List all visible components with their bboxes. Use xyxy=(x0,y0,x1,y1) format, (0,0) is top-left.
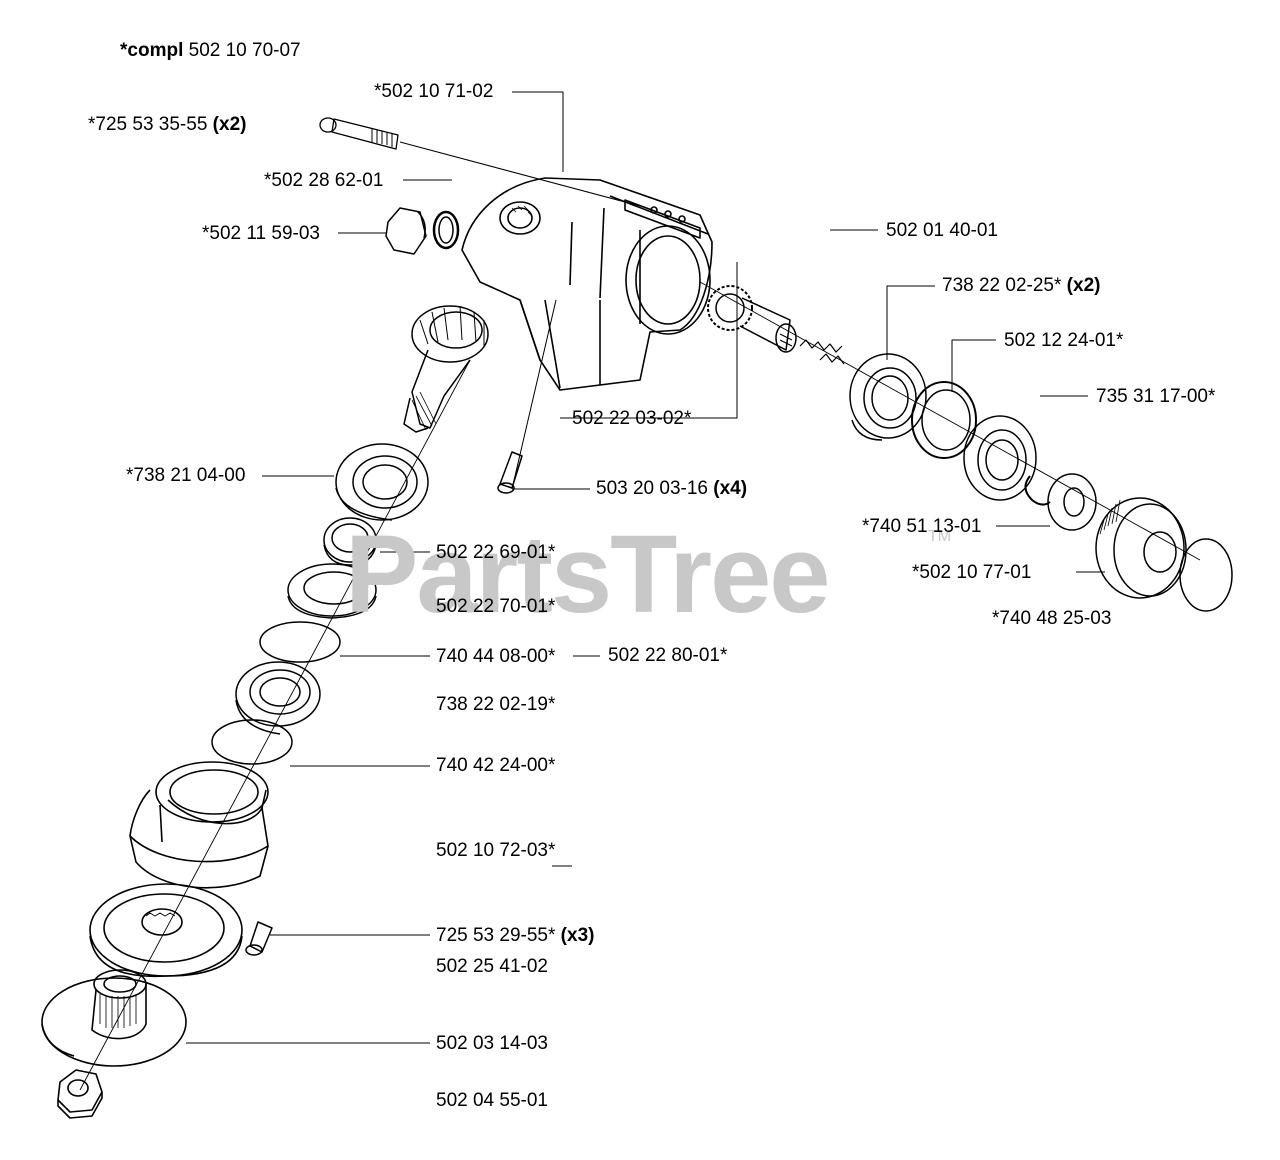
label-740-48-25-03: *740 48 25-03 xyxy=(992,608,1112,629)
bearing-right-2 xyxy=(963,415,1037,501)
label-740-44-08-00: 740 44 08-00* xyxy=(436,646,556,667)
o-ring-large xyxy=(1179,538,1233,612)
label-740-42-24-00: 740 42 24-00* xyxy=(436,755,556,776)
label-725-53-35-55: *725 53 35-55 (x2) xyxy=(88,114,247,135)
label-502-03-14-03: 502 03 14-03 xyxy=(436,1033,548,1054)
circlip xyxy=(1024,475,1051,506)
o-ring-left-2 xyxy=(211,719,293,765)
drive-disc xyxy=(89,883,243,978)
label-502-22-69-01: 502 22 69-01* xyxy=(436,542,556,563)
label-502-22-03-02: 502 22 03-02* xyxy=(572,408,692,429)
leader-lines xyxy=(186,91,1105,1044)
o-ring-left-1 xyxy=(259,621,341,663)
washer-right xyxy=(1047,473,1097,531)
watermark-logo: PartsTree xyxy=(345,513,830,636)
label-740-51-13-01: *740 51 13-01 xyxy=(862,516,982,537)
label-502-12-24-01: 502 12 24-01* xyxy=(1004,330,1124,351)
label-502-10-77-01: *502 10 77-01 xyxy=(912,562,1032,583)
label-502-25-41-02: 502 25 41-02 xyxy=(436,956,548,977)
label-502-10-71-02: *502 10 71-02 xyxy=(374,81,494,102)
collar xyxy=(129,761,269,889)
spacer-ring-right xyxy=(911,381,977,459)
label-502-04-55-01: 502 04 55-01 xyxy=(436,1090,548,1111)
drive-shaft-right xyxy=(707,285,845,365)
hex-nut xyxy=(57,1069,103,1119)
bearing-left-2 xyxy=(235,661,321,735)
label-725-53-29-55: 725 53 29-55* (x3) xyxy=(436,925,595,946)
label-738-21-04-00: *738 21 04-00 xyxy=(126,465,246,486)
label-735-31-17-00: 735 31 17-00* xyxy=(1096,386,1216,407)
bottom-plate xyxy=(41,969,187,1067)
gear-housing xyxy=(461,177,713,391)
long-bolt xyxy=(319,117,399,150)
label-502-01-40-01: 502 01 40-01 xyxy=(886,220,998,241)
label-502-11-59-03: *502 11 59-03 xyxy=(202,223,320,244)
label-503-20-03-16: 503 20 03-16 (x4) xyxy=(596,478,748,499)
label-738-22-02-25: 738 22 02-25* (x2) xyxy=(942,275,1101,296)
threaded-nut xyxy=(1095,497,1187,599)
spacer-left xyxy=(323,517,377,566)
label-502-22-80-01: 502 22 80-01* xyxy=(608,645,728,666)
bevel-pinion xyxy=(403,305,489,433)
label-502-28-62-01: *502 28 62-01 xyxy=(264,170,384,191)
label-compl: *compl 502 10 70-07 xyxy=(120,40,301,61)
label-502-10-72-03: 502 10 72-03* xyxy=(436,840,556,861)
bearing-right-1 xyxy=(849,353,927,441)
label-738-22-02-19: 738 22 02-19* xyxy=(436,694,556,715)
screw-x3 xyxy=(245,921,273,956)
bearing-left-1 xyxy=(335,443,429,521)
label-502-22-70-01: 502 22 70-01* xyxy=(436,596,556,617)
small-screw-x4 xyxy=(497,451,523,494)
watermark-tm: TM xyxy=(928,528,952,545)
drain-plug xyxy=(385,207,460,255)
